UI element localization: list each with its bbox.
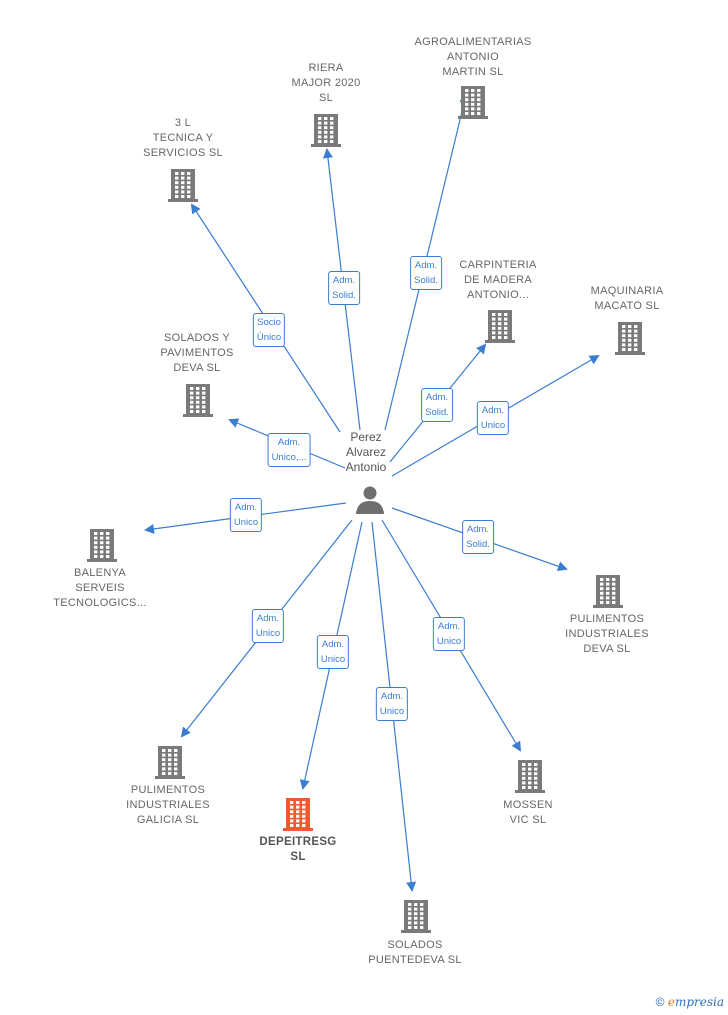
building-icon[interactable]: [283, 798, 313, 831]
relation-label-solados-puentedeva[interactable]: Adm. Unico: [375, 687, 409, 721]
relation-label-mossen[interactable]: Adm. Unico: [432, 617, 466, 651]
brand-logo-text: mpresia: [674, 995, 724, 1009]
building-icon[interactable]: [401, 900, 431, 933]
relation-label-riera[interactable]: Adm. Solid.: [328, 271, 360, 305]
person-name[interactable]: Perez Alvarez Antonio: [345, 430, 387, 474]
relation-label-3l[interactable]: Socio Único: [252, 313, 286, 347]
relation-label-carpinteria[interactable]: Adm. Solid.: [421, 388, 453, 422]
company-name-depeitresg[interactable]: DEPEITRESG SL: [259, 836, 337, 863]
building-icon[interactable]: [168, 169, 198, 202]
relation-label-balenya[interactable]: Adm. Unico: [229, 498, 263, 532]
relation-label-maquinaria[interactable]: Adm. Unico: [476, 401, 510, 435]
company-name-maquinaria[interactable]: MAQUINARIA MACATO SL: [590, 285, 664, 312]
building-icon[interactable]: [155, 746, 185, 779]
building-icon[interactable]: [183, 384, 213, 417]
copyright-symbol: ©: [655, 995, 665, 1009]
company-name-3l[interactable]: 3 L TECNICA Y SERVICIOS SL: [143, 117, 223, 159]
company-name-pulimentos-deva[interactable]: PULIMENTOS INDUSTRIALES DEVA SL: [565, 613, 649, 655]
company-name-carpinteria[interactable]: CARPINTERIA DE MADERA ANTONIO...: [459, 259, 537, 301]
building-icon[interactable]: [593, 575, 623, 608]
building-icon[interactable]: [458, 86, 488, 119]
company-name-mossen[interactable]: MOSSEN VIC SL: [503, 799, 553, 826]
relation-label-solados-pav[interactable]: Adm. Unico,...: [267, 433, 311, 467]
company-name-riera[interactable]: RIERA MAJOR 2020 SL: [291, 62, 361, 104]
company-name-solados-puentedeva[interactable]: SOLADOS PUENTEDEVA SL: [368, 939, 462, 966]
relation-label-pulimentos-deva[interactable]: Adm. Solid.: [462, 520, 494, 554]
building-icon[interactable]: [87, 529, 117, 562]
relation-label-pulimentos-galicia[interactable]: Adm. Unico: [251, 609, 285, 643]
brand-logo-initial: e: [667, 995, 675, 1009]
company-name-pulimentos-galicia[interactable]: PULIMENTOS INDUSTRIALES GALICIA SL: [126, 784, 210, 826]
building-icon[interactable]: [485, 310, 515, 343]
relation-label-agroalimentarias[interactable]: Adm. Solid.: [410, 256, 442, 290]
building-icon[interactable]: [311, 114, 341, 147]
company-name-agroalimentarias[interactable]: AGROALIMENTARIAS ANTONIO MARTIN SL: [414, 36, 532, 78]
relation-label-depeitresg[interactable]: Adm. Unico: [316, 635, 350, 669]
footer-brand: © empresia: [656, 995, 724, 1009]
company-name-solados-pav[interactable]: SOLADOS Y PAVIMENTOS DEVA SL: [160, 332, 234, 374]
person-icon[interactable]: [356, 486, 384, 515]
building-icon[interactable]: [615, 322, 645, 355]
building-icon[interactable]: [515, 760, 545, 793]
company-name-balenya[interactable]: BALENYA SERVEIS TECNOLOGICS...: [53, 567, 147, 609]
